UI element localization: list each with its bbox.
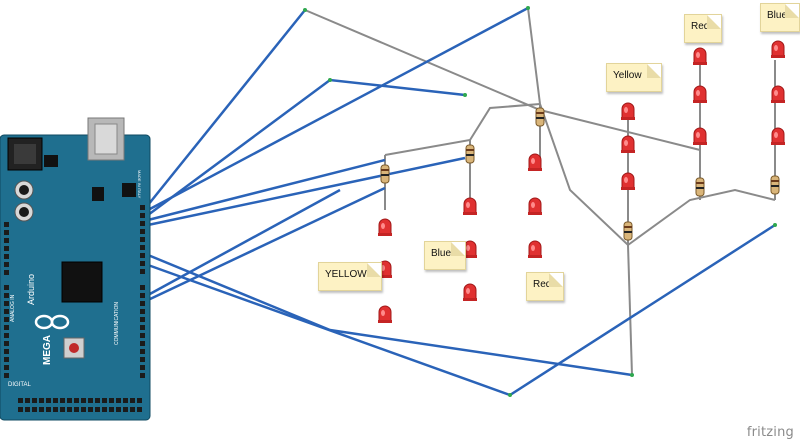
note-red-mid-text: Red bbox=[533, 279, 552, 290]
note-yellow-left[interactable]: YELLOW bbox=[318, 262, 382, 291]
note-yellow-right[interactable]: Yellow bbox=[606, 63, 662, 92]
led-red bbox=[771, 127, 785, 145]
note-blue-right-text: Blue bbox=[767, 10, 788, 21]
led-red bbox=[528, 197, 542, 215]
silk-digital: DIGITAL bbox=[8, 382, 32, 388]
led-red bbox=[771, 85, 785, 103]
header-pins-left bbox=[4, 222, 9, 378]
arduino-mega-board: Arduino MEGA ANALOG IN COMMUNICATION DIG… bbox=[0, 117, 151, 421]
board-brand: Arduino bbox=[26, 274, 36, 305]
resistors bbox=[380, 107, 780, 241]
led-red bbox=[528, 240, 542, 258]
blue-wire-6 bbox=[147, 186, 386, 302]
silk-made-in: MADE IN ITALY bbox=[137, 170, 142, 199]
led-red bbox=[693, 47, 707, 65]
note-yellow-left-text: YELLOW bbox=[325, 269, 367, 280]
led-red bbox=[378, 260, 392, 278]
note-blue-mid-text: Blue bbox=[431, 248, 452, 259]
led-red bbox=[528, 153, 542, 171]
resistor-6 bbox=[770, 175, 780, 195]
resistor-3 bbox=[535, 107, 545, 127]
header-pins-right bbox=[140, 205, 145, 378]
silk-comm: COMMUNICATION bbox=[114, 302, 120, 345]
note-blue-right[interactable]: Blue bbox=[760, 3, 800, 32]
blue-wire-2 bbox=[147, 6, 529, 212]
junctions bbox=[303, 6, 777, 397]
led-red bbox=[693, 127, 707, 145]
note-red-mid[interactable]: Red bbox=[526, 272, 564, 301]
led-red bbox=[621, 102, 635, 120]
led-red bbox=[621, 135, 635, 153]
led-red bbox=[463, 283, 477, 301]
blue-wire-4 bbox=[147, 158, 386, 222]
resistor-1 bbox=[380, 164, 390, 184]
note-red-right[interactable]: Red bbox=[684, 14, 722, 43]
resistor-5 bbox=[695, 177, 705, 197]
silk-analog: ANALOG IN bbox=[10, 294, 16, 322]
leds bbox=[378, 40, 785, 323]
arduino-logo bbox=[34, 314, 70, 330]
resistor-4 bbox=[623, 221, 633, 241]
note-red-right-text: Red bbox=[691, 21, 710, 32]
board-model: MEGA bbox=[42, 335, 53, 365]
blue-wire-5 bbox=[147, 156, 466, 227]
led-red bbox=[378, 305, 392, 323]
mcu-chip bbox=[61, 261, 103, 303]
power-jack bbox=[7, 137, 43, 171]
led-red bbox=[693, 85, 707, 103]
led-red bbox=[621, 172, 635, 190]
blue-wires bbox=[147, 6, 776, 397]
header-pins-bottom bbox=[18, 398, 142, 412]
fritzing-watermark: fritzing bbox=[746, 425, 794, 440]
gray-wire-rail bbox=[384, 103, 541, 156]
resistor-2 bbox=[465, 144, 475, 164]
gray-wire-mid bbox=[539, 103, 776, 247]
led-red bbox=[378, 218, 392, 236]
led-red bbox=[463, 197, 477, 215]
blue-wire-9 bbox=[147, 188, 341, 297]
note-yellow-right-text: Yellow bbox=[613, 70, 642, 81]
blue-wire-1 bbox=[147, 9, 306, 206]
note-blue-mid[interactable]: Blue bbox=[424, 241, 466, 270]
led-red bbox=[771, 40, 785, 58]
